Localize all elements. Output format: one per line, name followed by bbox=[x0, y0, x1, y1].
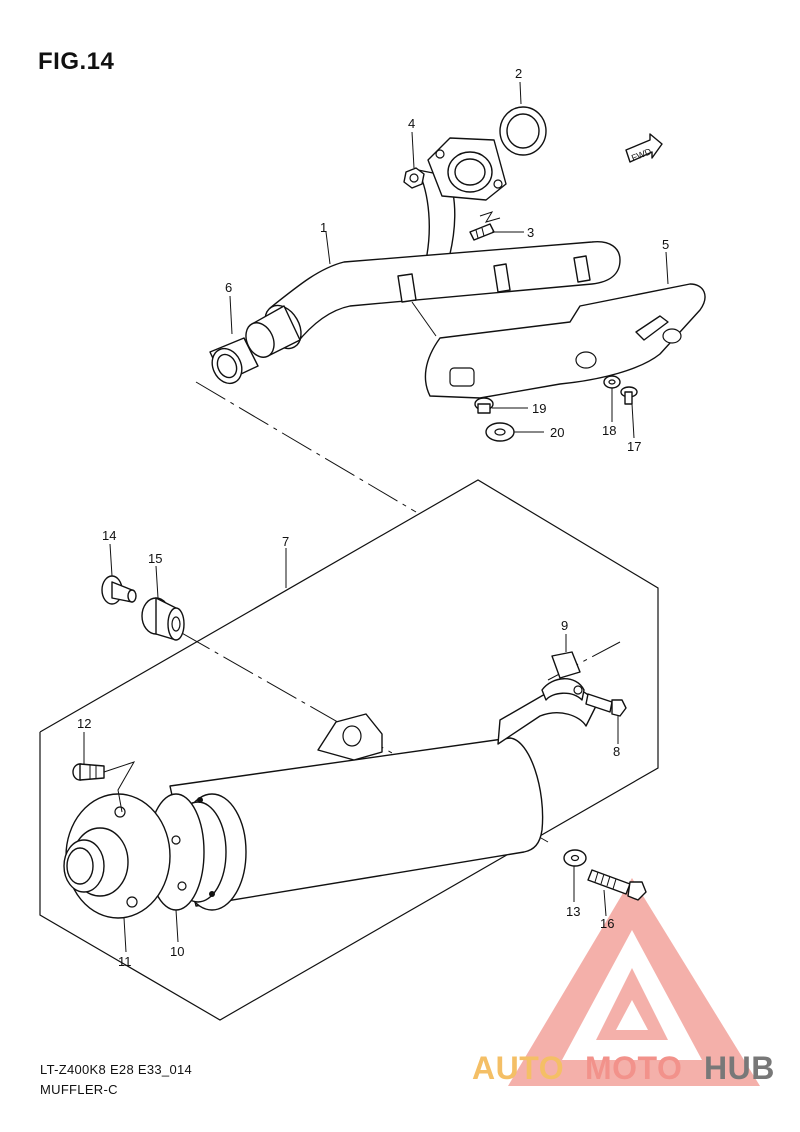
mount-bolt-part bbox=[587, 869, 647, 901]
leader-lines bbox=[83, 81, 669, 953]
callout-18: 18 bbox=[602, 423, 616, 438]
spark-arrester-part bbox=[63, 793, 171, 919]
pipe-joint-sleeve bbox=[245, 305, 301, 358]
gasket-ring-part bbox=[499, 106, 547, 156]
callout-6: 6 bbox=[225, 280, 232, 295]
callout-numbers: 1 2 3 4 5 6 7 8 9 10 11 12 13 14 15 16 1… bbox=[77, 66, 669, 969]
watermark-text-auto: AUTO bbox=[472, 1050, 565, 1086]
cover-collar-part bbox=[474, 397, 494, 414]
cover-screw-part bbox=[620, 386, 638, 405]
callout-14: 14 bbox=[102, 528, 116, 543]
clamp-bolt-part bbox=[585, 693, 627, 717]
muffler-body-part bbox=[157, 687, 597, 911]
callout-12: 12 bbox=[77, 716, 91, 731]
callout-8: 8 bbox=[613, 744, 620, 759]
callout-19: 19 bbox=[532, 401, 546, 416]
pipe-connector-gasket-part bbox=[209, 337, 259, 385]
callout-4: 4 bbox=[408, 116, 415, 131]
figure-title: FIG.14 bbox=[38, 48, 115, 75]
washer-part bbox=[563, 849, 587, 867]
alignment-line-upper bbox=[195, 381, 417, 513]
mount-cushion-part bbox=[141, 597, 185, 641]
callout-7: 7 bbox=[282, 534, 289, 549]
callout-3: 3 bbox=[527, 225, 534, 240]
watermark-text-moto: MOTO bbox=[585, 1050, 683, 1086]
forward-direction-icon: FWD bbox=[625, 133, 663, 163]
mount-collar-part bbox=[101, 575, 137, 605]
callout-10: 10 bbox=[170, 944, 184, 959]
cover-washer-part bbox=[603, 375, 621, 389]
muffler-group-frame bbox=[39, 479, 659, 1021]
cap-bolt-part bbox=[72, 761, 136, 813]
stud-bolt-part bbox=[469, 211, 501, 241]
flange-nut-part bbox=[403, 167, 425, 189]
pipe-clamp-part bbox=[541, 651, 585, 701]
callout-20: 20 bbox=[550, 425, 564, 440]
pipe-cover-part bbox=[411, 283, 706, 399]
section-name: MUFFLER-C bbox=[40, 1082, 118, 1097]
callout-5: 5 bbox=[662, 237, 669, 252]
exhaust-pipe-part bbox=[264, 137, 621, 350]
callout-9: 9 bbox=[561, 618, 568, 633]
watermark-text-hub: HUB bbox=[704, 1050, 775, 1086]
watermark-logo bbox=[508, 878, 760, 1086]
callout-1: 1 bbox=[320, 220, 327, 235]
callout-13: 13 bbox=[566, 904, 580, 919]
callout-17: 17 bbox=[627, 439, 641, 454]
cover-cushion-part bbox=[485, 422, 515, 442]
callout-2: 2 bbox=[515, 66, 522, 81]
callout-16: 16 bbox=[600, 916, 614, 931]
callout-15: 15 bbox=[148, 551, 162, 566]
model-code: LT-Z400K8 E28 E33_014 bbox=[40, 1062, 193, 1077]
callout-11: 11 bbox=[118, 954, 132, 969]
